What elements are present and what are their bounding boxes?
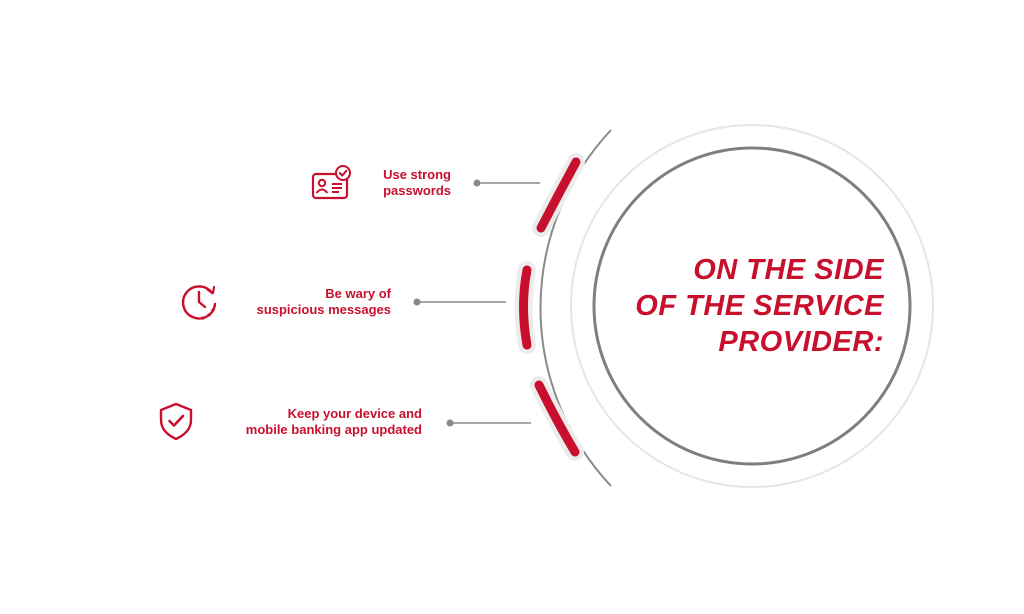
arc-segment-3 [530,376,584,461]
connector-3 [446,419,531,427]
heading-line-2: OF THE SERVICE [635,290,884,322]
tip-2-line-1: Be wary of [325,286,391,301]
connector-1 [473,179,540,187]
tip-suspicious-messages: Be wary of suspicious messages [257,286,391,318]
arc-segment-2 [514,261,536,354]
tip-3-line-1: Keep your device and [287,406,422,421]
heading-line-1: ON THE SIDE [693,254,884,286]
tip-keep-updated: Keep your device and mobile banking app … [246,406,422,438]
connector-2 [413,298,506,306]
clock-alert-icon [181,285,217,320]
tip-strong-passwords: Use strong passwords [383,167,451,199]
heading-line-3: PROVIDER: [718,326,884,358]
shield-check-icon [159,402,193,441]
center-heading: ON THE SIDE OF THE SERVICE PROVIDER: [635,252,884,360]
tip-3-line-2: mobile banking app updated [245,422,422,437]
tip-2-line-2: suspicious messages [256,302,391,317]
inner-ring-circle [592,146,912,466]
id-card-check-icon [311,165,351,200]
tip-1-line-1: Use strong [383,167,451,182]
tip-1-line-2: passwords [383,183,451,198]
arc-segment-1 [532,153,585,237]
